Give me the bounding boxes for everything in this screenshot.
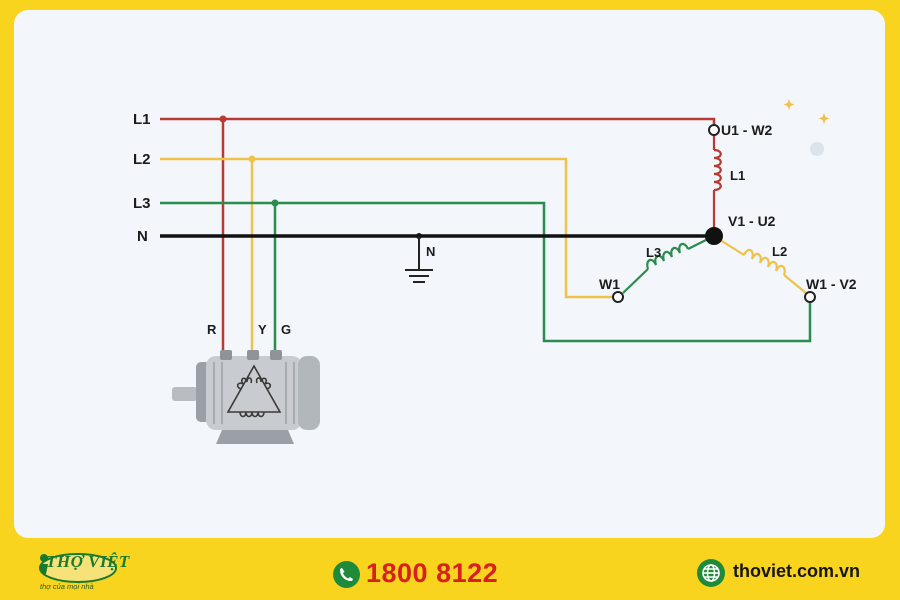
coil-label-top: L1 xyxy=(730,168,745,183)
coil-right xyxy=(713,235,807,294)
coil-left xyxy=(622,235,715,294)
line-label-l2: L2 xyxy=(133,151,151,168)
terminal-label-top: U1 - W2 xyxy=(721,122,773,138)
junction-dot xyxy=(271,199,279,207)
wiring-diagram: L1 L2 L3 N N R Y G U1 - W2 L1 V1 - U2 L3… xyxy=(133,99,857,444)
terminal-label-right: W1 - V2 xyxy=(806,276,857,292)
sparkle-decoration xyxy=(783,99,830,124)
brand-tagline: thợ của mọi nhà xyxy=(40,582,94,591)
brand-logo-text: THỢ VIỆT xyxy=(46,552,130,571)
terminal-label-left: W1 xyxy=(599,276,620,292)
motor-terminal-g: G xyxy=(281,322,291,337)
star-center-node xyxy=(705,227,723,245)
coil-label-right: L2 xyxy=(772,244,787,259)
terminal-top xyxy=(708,124,720,136)
coil-top xyxy=(712,135,722,236)
coil-label-left: L3 xyxy=(646,245,661,260)
terminal-left xyxy=(612,291,624,303)
phone-icon[interactable] xyxy=(333,561,360,588)
line-l3 xyxy=(160,201,812,357)
line-label-l1: L1 xyxy=(133,111,151,128)
star-winding xyxy=(612,124,816,303)
ground-label: N xyxy=(426,244,435,259)
terminal-label-center: V1 - U2 xyxy=(728,213,776,229)
line-l2 xyxy=(160,157,618,357)
diagram-panel xyxy=(14,10,885,538)
ground-icon xyxy=(405,236,433,283)
line-label-n: N xyxy=(137,228,148,245)
junction-dot xyxy=(248,155,256,163)
motor-terminal-r: R xyxy=(207,322,217,337)
website-link[interactable]: thoviet.com.vn xyxy=(733,561,861,581)
junction-dot xyxy=(219,115,227,123)
line-label-l3: L3 xyxy=(133,195,151,212)
sparkle-decoration xyxy=(810,142,824,156)
motor-icon xyxy=(172,350,320,444)
line-l1 xyxy=(160,117,716,357)
terminal-right xyxy=(804,291,816,303)
globe-icon[interactable] xyxy=(697,559,725,587)
brand-logo-icon[interactable] xyxy=(34,548,124,594)
hotline-number[interactable]: 1800 8122 xyxy=(366,558,499,588)
motor-terminal-y: Y xyxy=(258,322,267,337)
